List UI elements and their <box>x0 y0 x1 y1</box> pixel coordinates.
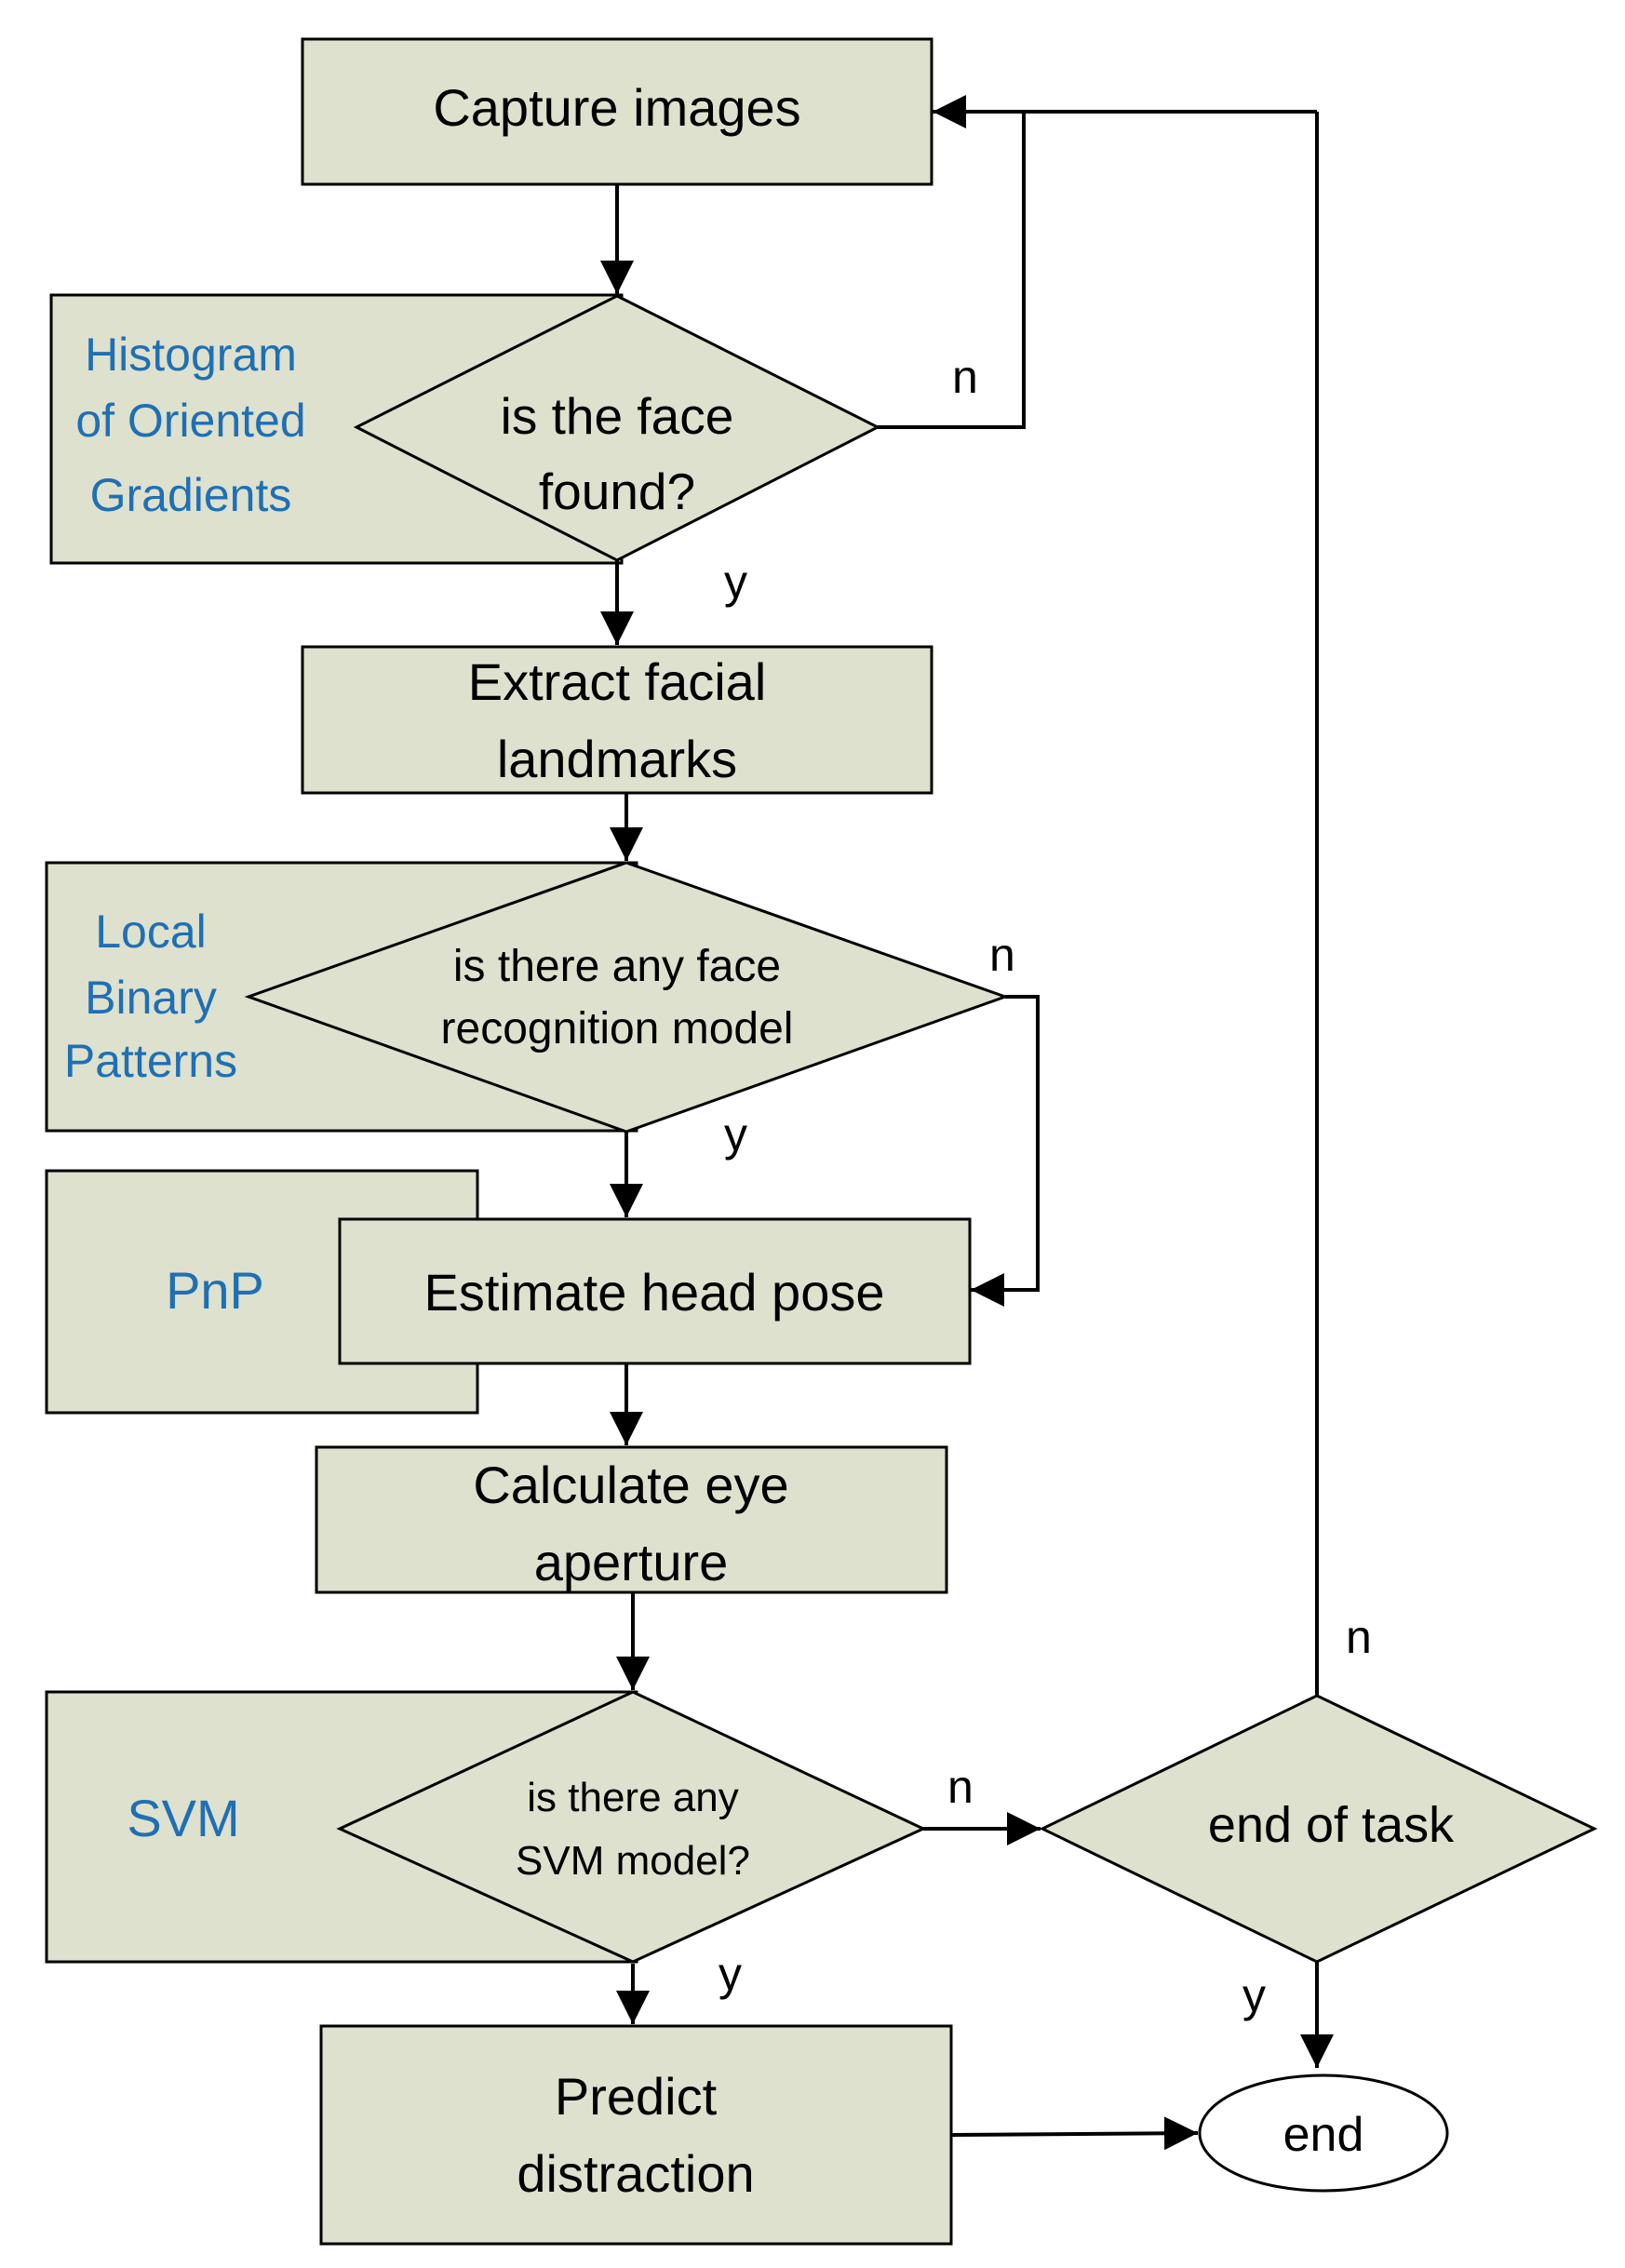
face-found-label-2: found? <box>539 463 695 520</box>
eye-label-1: Calculate eye <box>473 1456 788 1514</box>
extract-label-2: landmarks <box>497 730 737 788</box>
head-pose-label: Estimate head pose <box>424 1263 885 1322</box>
svm-model-decision <box>336 1690 927 1964</box>
capture-images-box <box>301 37 933 186</box>
hog-label-3: Gradients <box>90 469 292 521</box>
end-terminal <box>1198 2073 1449 2193</box>
capture-images-label: Capture images <box>433 78 800 137</box>
end-label: end <box>1283 2108 1364 2162</box>
face-model-decision <box>244 861 1010 1134</box>
svm-model-label-2: SVM model? <box>516 1838 750 1884</box>
head-pose-box <box>338 1217 972 1365</box>
edge-face-found-no <box>878 95 1026 429</box>
svm-no-label: n <box>947 1761 974 1813</box>
hog-label-1: Histogram <box>85 329 297 381</box>
face-found-no-label: n <box>952 351 978 403</box>
hog-label-2: of Oriented <box>75 395 305 447</box>
edge-predict-to-end <box>951 2116 1199 2151</box>
face-found-decision <box>353 294 881 562</box>
face-model-label-2: recognition model <box>441 1004 794 1053</box>
svm-label: SVM <box>127 1789 239 1847</box>
predict-distraction-box <box>319 2024 953 2246</box>
end-of-task-label: end of task <box>1208 1797 1455 1853</box>
lbp-label-1: Local <box>95 906 207 958</box>
edge-face-model-no <box>971 995 1040 1307</box>
end-task-yes-label: y <box>1242 1969 1266 2021</box>
face-model-no-label: n <box>989 929 1015 981</box>
face-model-label-1: is there any face <box>453 942 781 991</box>
svm-model-label-1: is there any <box>527 1775 738 1820</box>
face-found-yes-label: y <box>724 556 747 608</box>
svm-yes-label: y <box>718 1948 742 2000</box>
end-task-no-label: n <box>1346 1611 1372 1663</box>
eye-label-2: aperture <box>534 1533 729 1591</box>
lbp-label-2: Binary <box>85 972 217 1024</box>
extract-label-1: Extract facial <box>468 652 767 711</box>
face-model-yes-label: y <box>724 1108 747 1161</box>
predict-label-1: Predict <box>555 2067 718 2126</box>
predict-label-2: distraction <box>517 2144 754 2203</box>
eye-aperture-box <box>315 1445 948 1594</box>
face-found-label-1: is the face <box>501 387 734 445</box>
lbp-label-3: Patterns <box>64 1035 237 1087</box>
end-of-task-decision <box>1039 1694 1598 1964</box>
pnp-label: PnP <box>166 1261 264 1320</box>
extract-landmarks-box <box>301 645 933 795</box>
